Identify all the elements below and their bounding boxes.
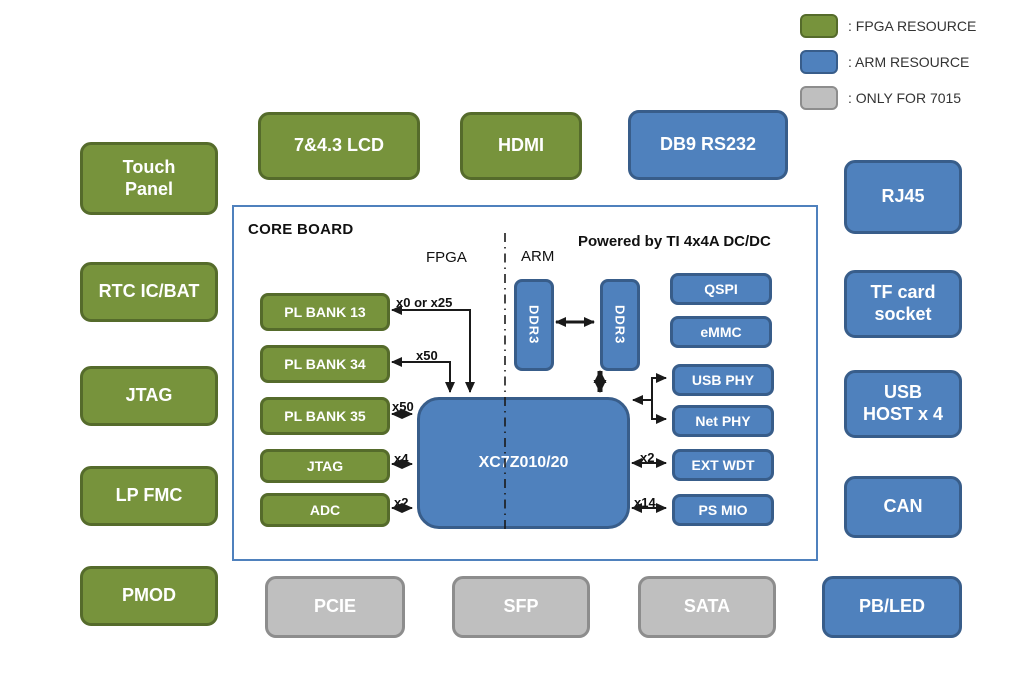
rj45-label: RJ45	[881, 186, 925, 207]
net-phy-label: Net PHY	[695, 413, 751, 429]
sfp-label: SFP	[503, 596, 539, 617]
hdmi-label: HDMI	[498, 135, 544, 156]
ddr3-left-label: DDR3	[526, 305, 542, 345]
block-can: CAN	[844, 476, 962, 538]
bus-label-bank34: x50	[416, 348, 438, 363]
block-core-jtag: JTAG	[260, 449, 390, 483]
pcie-label: PCIE	[313, 596, 356, 617]
only7015-color-swatch	[800, 86, 838, 110]
block-emmc: eMMC	[670, 316, 772, 348]
jtag-label: JTAG	[125, 385, 173, 406]
block-jtag: JTAG	[80, 366, 218, 426]
block-pl-bank-13: PL BANK 13	[260, 293, 390, 331]
legend-label-7015: : ONLY FOR 7015	[848, 90, 962, 106]
core-board-outline: CORE BOARD FPGA ARM Powered by TI 4x4A D…	[232, 205, 818, 561]
ext-wdt-label: EXT WDT	[691, 457, 755, 473]
block-lcd: 7&4.3 LCD	[258, 112, 420, 180]
block-qspi: QSPI	[670, 273, 772, 305]
emmc-label: eMMC	[700, 324, 742, 340]
adc-label: ADC	[309, 502, 341, 518]
block-touch-panel: Touch Panel	[80, 142, 218, 215]
block-hdmi: HDMI	[460, 112, 582, 180]
fpga-section-label: FPGA	[426, 249, 467, 266]
block-pl-bank-34: PL BANK 34	[260, 345, 390, 383]
fpga-color-swatch	[800, 14, 838, 38]
bus-label-ps-mio: x14	[634, 495, 656, 510]
usb-phy-label: USB PHY	[691, 372, 755, 388]
block-pb-led: PB/LED	[822, 576, 962, 638]
block-ext-wdt: EXT WDT	[672, 449, 774, 481]
lcd-label: 7&4.3 LCD	[293, 135, 385, 156]
lp-fmc-label: LP FMC	[115, 485, 183, 506]
touch-panel-label: Touch Panel	[122, 156, 176, 199]
block-soc-xc7z010-20: XC7Z010/20	[417, 397, 630, 529]
block-ps-mio: PS MIO	[672, 494, 774, 526]
power-note: Powered by TI 4x4A DC/DC	[578, 233, 771, 250]
block-pcie: PCIE	[265, 576, 405, 638]
block-pl-bank-35: PL BANK 35	[260, 397, 390, 435]
ddr3-right-label: DDR3	[612, 305, 628, 345]
bus-label-jtag: x4	[394, 451, 409, 466]
core-jtag-label: JTAG	[306, 458, 344, 474]
block-sfp: SFP	[452, 576, 590, 638]
tf-card-label: TF card socket	[870, 282, 936, 324]
sata-label: SATA	[683, 596, 731, 617]
bus-label-adc: x2	[394, 495, 409, 510]
rtc-label: RTC IC/BAT	[98, 281, 200, 302]
block-adc: ADC	[260, 493, 390, 527]
can-label: CAN	[883, 496, 923, 517]
legend-item-arm: : ARM RESOURCE	[800, 50, 969, 74]
legend-label-arm: : ARM RESOURCE	[848, 54, 970, 70]
soc-label: XC7Z010/20	[478, 454, 569, 471]
block-db9-rs232: DB9 RS232	[628, 110, 788, 180]
arm-color-swatch	[800, 50, 838, 74]
bus-label-bank35: x50	[392, 399, 414, 414]
block-net-phy: Net PHY	[672, 405, 774, 437]
bus-label-bank13: x0 or x25	[396, 295, 453, 310]
block-usb-host: USB HOST x 4	[844, 370, 962, 438]
qspi-label: QSPI	[704, 281, 738, 297]
db9-rs232-label: DB9 RS232	[659, 134, 757, 155]
legend-item-fpga: : FPGA RESOURCE	[800, 14, 976, 38]
block-ddr3-left: DDR3	[514, 279, 554, 371]
pb-led-label: PB/LED	[858, 596, 925, 617]
block-tf-card: TF card socket	[844, 270, 962, 338]
block-lp-fmc: LP FMC	[80, 466, 218, 526]
ps-mio-label: PS MIO	[698, 502, 748, 518]
block-ddr3-right: DDR3	[600, 279, 640, 371]
usb-host-label: USB HOST x 4	[862, 382, 944, 424]
pmod-label: PMOD	[122, 585, 176, 606]
legend-label-fpga: : FPGA RESOURCE	[848, 18, 977, 34]
block-pmod: PMOD	[80, 566, 218, 626]
block-sata: SATA	[638, 576, 776, 638]
pl-bank-35-label: PL BANK 35	[284, 408, 366, 424]
block-rj45: RJ45	[844, 160, 962, 234]
pl-bank-13-label: PL BANK 13	[284, 304, 366, 320]
core-board-title: CORE BOARD	[248, 221, 354, 238]
pl-bank-34-label: PL BANK 34	[284, 356, 366, 372]
block-usb-phy: USB PHY	[672, 364, 774, 396]
bus-label-ext-wdt: x2	[640, 450, 655, 465]
legend-item-7015: : ONLY FOR 7015	[800, 86, 961, 110]
arm-section-label: ARM	[521, 248, 555, 265]
block-rtc-ic-bat: RTC IC/BAT	[80, 262, 218, 322]
